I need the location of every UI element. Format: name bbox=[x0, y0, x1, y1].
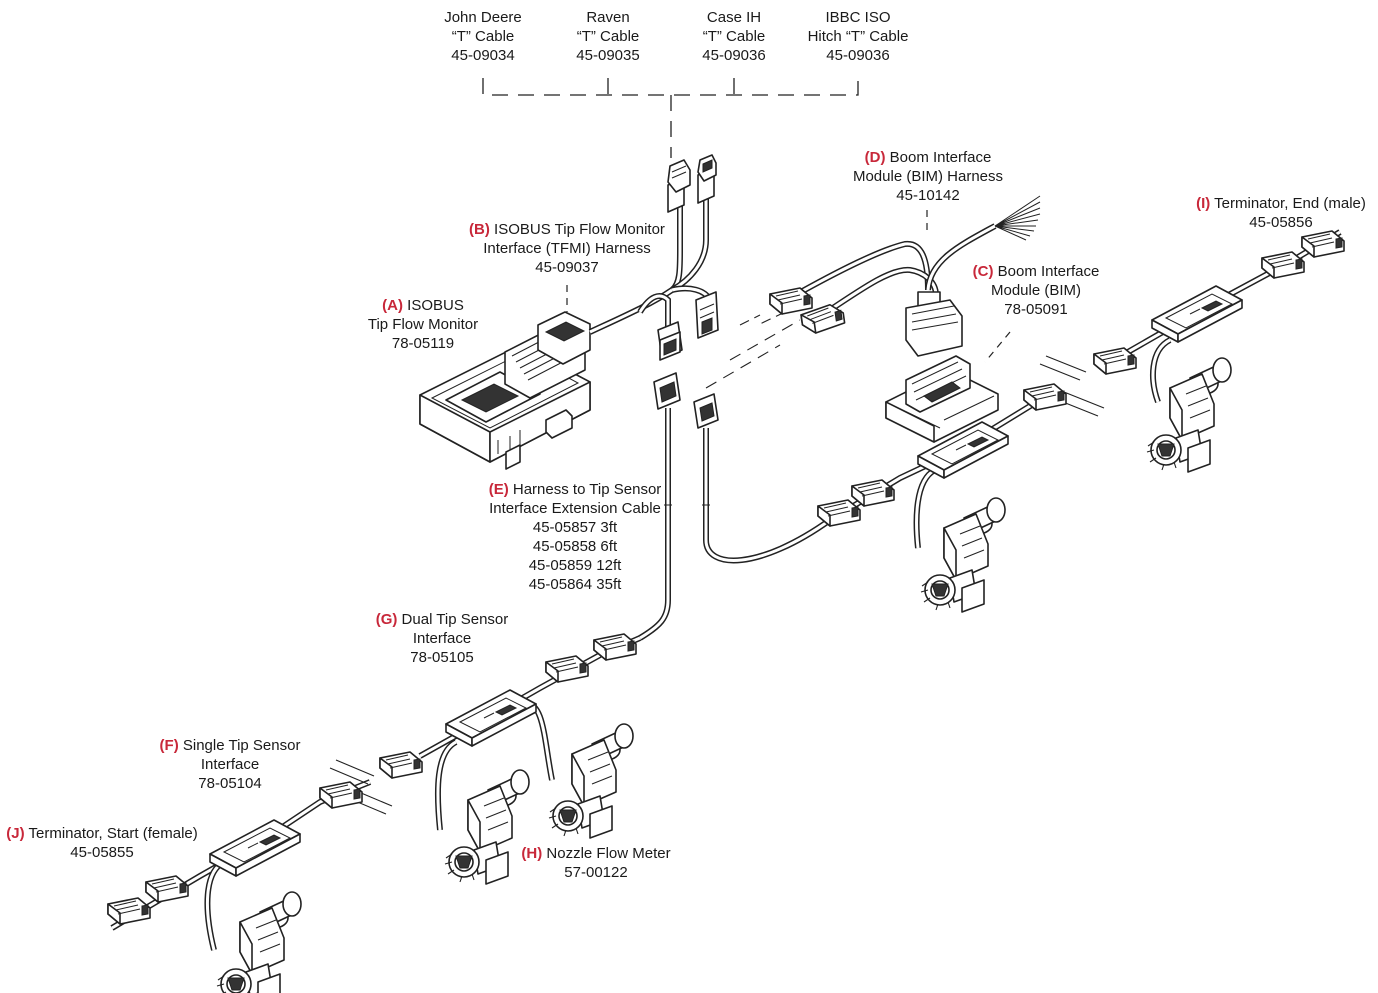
tfmi-harness bbox=[588, 154, 719, 361]
connector-lower-1 bbox=[545, 655, 589, 683]
label-a-tip-flow-monitor: (A) ISOBUS Tip Flow Monitor 78-05119 bbox=[367, 297, 479, 352]
extension-cable-e bbox=[638, 372, 832, 641]
connector-upper-3 bbox=[1093, 347, 1137, 375]
lower-chain-cable bbox=[110, 635, 642, 951]
label-case-ih-t-cable: Case IH “T” Cable 45-09036 bbox=[702, 9, 766, 64]
label-ibbc-iso-t-cable: IBBC ISO Hitch “T” Cable 45-09036 bbox=[807, 9, 909, 64]
leader-c bbox=[984, 331, 1011, 363]
connector-lower-2 bbox=[379, 751, 423, 779]
label-j-terminator-start: (J) Terminator, Start (female) 45-05855 bbox=[6, 825, 198, 861]
nozzle-flow-meter-b bbox=[548, 723, 634, 839]
link-dashes-lower2 bbox=[729, 319, 801, 361]
label-d-bim-harness: (D) Boom Interface Module (BIM) Harness … bbox=[852, 149, 1004, 204]
single-tip-sensor-interface bbox=[209, 819, 301, 877]
connector-upper-2 bbox=[1023, 383, 1067, 411]
connector-lower-3 bbox=[319, 781, 363, 809]
label-e-extension-cable: (E) Harness to Tip Sensor Interface Exte… bbox=[488, 481, 662, 593]
connector-upper-4 bbox=[1261, 251, 1305, 279]
label-f-single-tip-sensor: (F) Single Tip Sensor Interface 78-05104 bbox=[159, 737, 301, 792]
label-a-key: (A) bbox=[382, 297, 403, 314]
connector-lower-4 bbox=[145, 875, 189, 903]
label-john-deere-t-cable: John Deere “T” Cable 45-09034 bbox=[444, 9, 522, 64]
connector-upper-1 bbox=[851, 479, 895, 507]
label-g-key: (G) bbox=[375, 611, 398, 628]
link-dashes-lower bbox=[705, 344, 781, 389]
label-h-nozzle-flow-meter: (H) Nozzle Flow Meter 57-00122 bbox=[521, 845, 671, 881]
connector-e-lower bbox=[593, 633, 637, 661]
terminator-end-male bbox=[1301, 230, 1345, 258]
isobus-tip-flow-monitor bbox=[419, 311, 591, 470]
boom-interface-module bbox=[885, 355, 999, 443]
label-d-key: (D) bbox=[864, 149, 886, 166]
label-j-key: (J) bbox=[6, 825, 25, 842]
t-cable-options-tree bbox=[482, 78, 859, 158]
nozzle-flow-meter-c bbox=[216, 891, 302, 993]
label-g-dual-tip-sensor: (G) Dual Tip Sensor Interface 78-05105 bbox=[375, 611, 509, 666]
tip-sensor-interface-right bbox=[1151, 285, 1243, 343]
nozzle-flow-meter-upper bbox=[920, 497, 1006, 613]
terminator-start-female bbox=[107, 897, 151, 925]
nozzle-flow-meter-right bbox=[1146, 357, 1232, 473]
connector-e-end bbox=[817, 499, 861, 527]
label-i-terminator-end: (I) Terminator, End (male) 45-05856 bbox=[1196, 195, 1366, 231]
label-c-bim: (C) Boom Interface Module (BIM) 78-05091 bbox=[972, 263, 1100, 318]
label-b-key: (B) bbox=[469, 221, 490, 238]
label-h-key: (H) bbox=[521, 845, 543, 862]
link-dashes-upper bbox=[739, 311, 786, 326]
label-b-tfmi-harness: (B) ISOBUS Tip Flow Monitor Interface (T… bbox=[469, 221, 665, 276]
bim-harness bbox=[769, 195, 1041, 357]
label-raven-t-cable: Raven “T” Cable 45-09035 bbox=[576, 9, 640, 64]
label-e-key: (E) bbox=[488, 481, 509, 498]
label-c-key: (C) bbox=[972, 263, 994, 280]
dual-tip-sensor-interface bbox=[445, 689, 537, 747]
label-i-key: (I) bbox=[1196, 195, 1211, 212]
label-f-key: (F) bbox=[159, 737, 179, 754]
